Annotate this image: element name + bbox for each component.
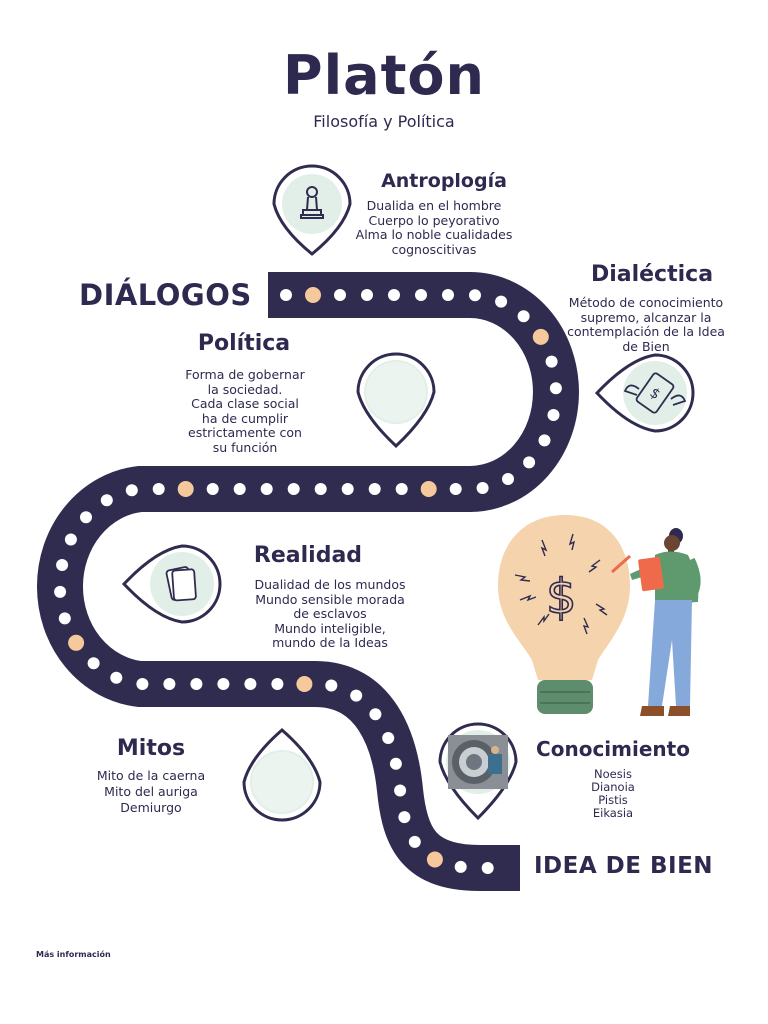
road-dot [314, 483, 327, 495]
pin-antropologia [272, 164, 352, 256]
stop-title-antropologia: Antroplogía [381, 170, 507, 192]
road-dot [415, 289, 427, 301]
stop-title-dialectica: Dialéctica [590, 262, 714, 287]
road-dot [54, 585, 67, 598]
stop-title-politica: Política [197, 331, 291, 356]
pin-politica [356, 352, 436, 449]
road-dot [244, 678, 257, 690]
road-dot [206, 483, 219, 495]
cards-icon [165, 566, 197, 602]
road-dot [469, 289, 481, 302]
road-dot [100, 494, 113, 507]
stop-text-politica: Forma de gobernar la sociedad. Cada clas… [185, 367, 305, 455]
spark-lines [514, 533, 608, 635]
dollar-sign-icon: $ [546, 569, 577, 625]
chess-pawn-icon [300, 186, 324, 219]
pin-mitos [242, 728, 322, 822]
road-dot [110, 671, 123, 684]
road-dot [325, 679, 338, 692]
road-dot [152, 483, 165, 495]
road-dot [271, 678, 284, 690]
road-dot [334, 289, 346, 301]
pin-realidad [121, 544, 222, 624]
road-dot [136, 678, 149, 690]
road-dot [260, 483, 273, 495]
road-dot [476, 482, 489, 494]
road-dot [382, 732, 395, 744]
road-dot [495, 295, 508, 308]
road-dot [388, 289, 400, 301]
road-dot-accent [426, 851, 443, 868]
person-figure [611, 528, 701, 716]
road-dot [369, 708, 382, 721]
pin-conocimiento [438, 722, 518, 821]
stop-title-conocimiento: Conocimiento [536, 737, 690, 761]
road-dot [87, 657, 100, 670]
road-dot-accent [68, 634, 85, 651]
road-dot [549, 382, 562, 395]
road-dot [454, 860, 467, 873]
road-dot [217, 678, 230, 690]
road-dot [502, 473, 514, 485]
road-dot [361, 289, 373, 301]
road-dot-accent [532, 328, 549, 345]
road-dot [56, 559, 69, 571]
road-dot [547, 409, 560, 421]
road-dot [481, 862, 494, 874]
road-dot [163, 678, 176, 690]
road-dot [280, 289, 292, 301]
road-dot [538, 434, 551, 447]
road-dot [449, 483, 462, 495]
road-dot [341, 483, 354, 495]
road-dot [80, 511, 92, 524]
road-dot [545, 355, 558, 368]
road-dot [395, 483, 408, 495]
stop-title-mitos: Mitos [116, 736, 186, 761]
road-dot [368, 483, 381, 495]
road-dot [517, 310, 530, 323]
photo-thumbnail-icon [448, 735, 508, 789]
stop-text-mitos: Mito de la caerna Mito del auriga Demiur… [96, 768, 206, 815]
road-dot [398, 811, 411, 824]
more-info-link[interactable]: Más información [36, 950, 111, 959]
pin-dialectica: $ [594, 353, 695, 433]
road-dot [389, 757, 402, 770]
road-dots [54, 287, 562, 874]
road-dot [350, 689, 363, 702]
end-label: IDEA DE BIEN [534, 853, 714, 879]
road-dot [58, 612, 71, 625]
stop-title-realidad: Realidad [253, 543, 363, 568]
page-title: Platón [283, 44, 485, 107]
road-dot [442, 289, 454, 301]
stop-text-realidad: Dualidad de los mundos Mundo sensible mo… [254, 577, 406, 650]
stop-text-antropologia: Dualida en el hombre Cuerpo lo peyorativ… [355, 198, 513, 257]
road-dot [233, 483, 246, 495]
road-dot [408, 835, 421, 848]
road-dot-accent [296, 676, 313, 692]
road-dot-accent [420, 481, 437, 497]
stop-text-dialectica: Método de conocimiento supremo, alcanzar… [567, 295, 725, 354]
road-dot [64, 533, 77, 546]
road-dot-accent [305, 287, 321, 303]
lightbulb-illustration: $ [498, 515, 630, 714]
start-label: DIÁLOGOS [79, 278, 252, 312]
stop-text-conocimiento: Noesis Dianoia Pistis Eikasia [591, 767, 635, 820]
road-dot-accent [177, 481, 194, 497]
road-dot [125, 484, 138, 497]
road-dot [287, 483, 300, 495]
road-dot [523, 456, 536, 469]
road-dot [394, 784, 407, 797]
page-subtitle: Filosofía y Política [313, 112, 455, 131]
road-dot [190, 678, 203, 690]
